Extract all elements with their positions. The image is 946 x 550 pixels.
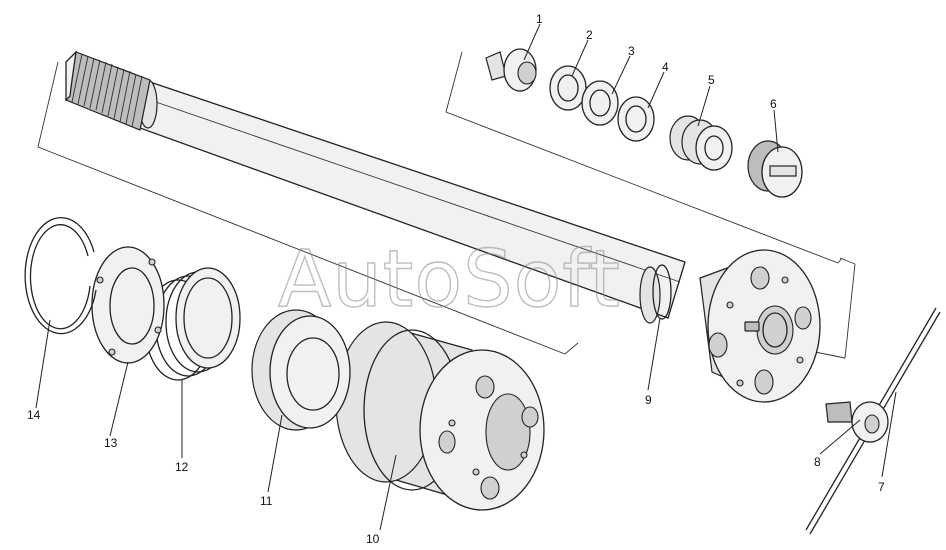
callout-6: 6 xyxy=(770,97,777,111)
callout-14: 14 xyxy=(27,408,41,422)
part-2-washer xyxy=(549,65,587,111)
callout-8: 8 xyxy=(814,455,821,469)
shaft xyxy=(65,50,686,324)
part-1-bolt xyxy=(485,48,537,92)
part-10-drum xyxy=(335,321,545,511)
leader-lines xyxy=(35,23,897,531)
part-11-ring xyxy=(251,309,351,431)
callout-2: 2 xyxy=(586,28,593,42)
shaft-thread-lines xyxy=(71,53,143,128)
callout-labels: 1 2 3 4 5 6 7 8 9 10 11 12 13 14 xyxy=(27,12,885,546)
callout-13: 13 xyxy=(104,436,118,450)
part-6-nut xyxy=(747,140,803,198)
callout-9: 9 xyxy=(645,393,652,407)
callout-11: 11 xyxy=(260,494,273,508)
callout-1: 1 xyxy=(536,12,543,26)
hub-flange xyxy=(699,249,821,403)
callout-12: 12 xyxy=(175,460,189,474)
part-5-spring xyxy=(669,115,733,171)
part-14-snap-ring xyxy=(24,217,97,335)
callout-5: 5 xyxy=(708,73,715,87)
callout-7: 7 xyxy=(878,480,885,494)
watermark-text: AutoSoft xyxy=(278,235,621,325)
part-4-washer xyxy=(617,96,655,142)
callout-4: 4 xyxy=(662,60,669,74)
callout-3: 3 xyxy=(628,44,635,58)
assembly-frame-lines xyxy=(37,51,856,359)
callout-10: 10 xyxy=(366,532,380,546)
part-13-plate xyxy=(91,246,165,364)
part-8-bolt xyxy=(825,401,889,443)
part-3-washer xyxy=(581,80,619,126)
